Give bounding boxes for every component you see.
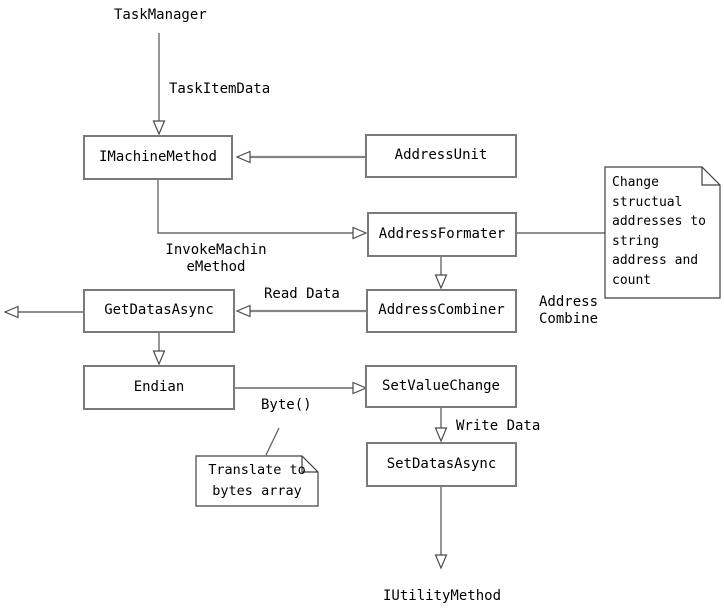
edge-label-read-data: Read Data xyxy=(264,286,340,302)
arrowhead-left-edge xyxy=(3,305,19,319)
edge-label-address-combine: Address Combine xyxy=(539,294,599,327)
note-leader-line xyxy=(265,427,280,456)
node-address-formater[interactable]: AddressFormater xyxy=(367,212,517,257)
arrowhead-down-iutilitymethod xyxy=(434,554,448,570)
node-set-datas-async[interactable]: SetDatasAsync xyxy=(366,442,517,487)
arrowhead-left-imachinemethod xyxy=(235,150,251,164)
note-change-structual-shape[interactable] xyxy=(604,166,721,299)
arrowhead-left-getdatasasync xyxy=(235,304,251,318)
note-change-structual-text: Change structual addresses to string add… xyxy=(612,175,706,288)
edge-label-byte: Byte() xyxy=(261,397,312,413)
node-address-combiner[interactable]: AddressCombiner xyxy=(366,289,517,333)
edge-label-task-item-data: TaskItemData xyxy=(169,81,271,97)
arrowhead-right-addressformater xyxy=(352,226,368,240)
note-change-structual-fold xyxy=(701,167,720,186)
node-endian[interactable]: Endian xyxy=(83,365,235,410)
node-set-value-change[interactable]: SetValueChange xyxy=(365,365,517,408)
arrowhead-down-setdatasasync xyxy=(434,427,448,443)
edge-label-invoke-machine-method: InvokeMachin eMethod xyxy=(165,242,267,275)
connector-imachinemethod-to-addressformater xyxy=(157,180,353,234)
node-imachine-method[interactable]: IMachineMethod xyxy=(83,135,233,180)
node-get-datas-async[interactable]: GetDatasAsync xyxy=(83,289,235,333)
note-translate-bytes-text: Translate to bytes array xyxy=(208,462,306,499)
note-translate-bytes-shape[interactable] xyxy=(195,455,319,507)
node-address-unit[interactable]: AddressUnit xyxy=(365,134,517,178)
edge-label-write-data: Write Data xyxy=(456,418,541,434)
note-translate-bytes-fold xyxy=(301,456,318,473)
arrowhead-down-addresscombiner xyxy=(434,274,448,290)
arrowhead-down-endian xyxy=(152,350,166,366)
node-iutility-method[interactable]: IUtilityMethod xyxy=(383,588,502,604)
arrowhead-right-setvaluechange xyxy=(352,381,368,395)
arrowhead-down-imachinemethod xyxy=(152,120,166,136)
node-task-manager[interactable]: TaskManager xyxy=(114,7,207,23)
